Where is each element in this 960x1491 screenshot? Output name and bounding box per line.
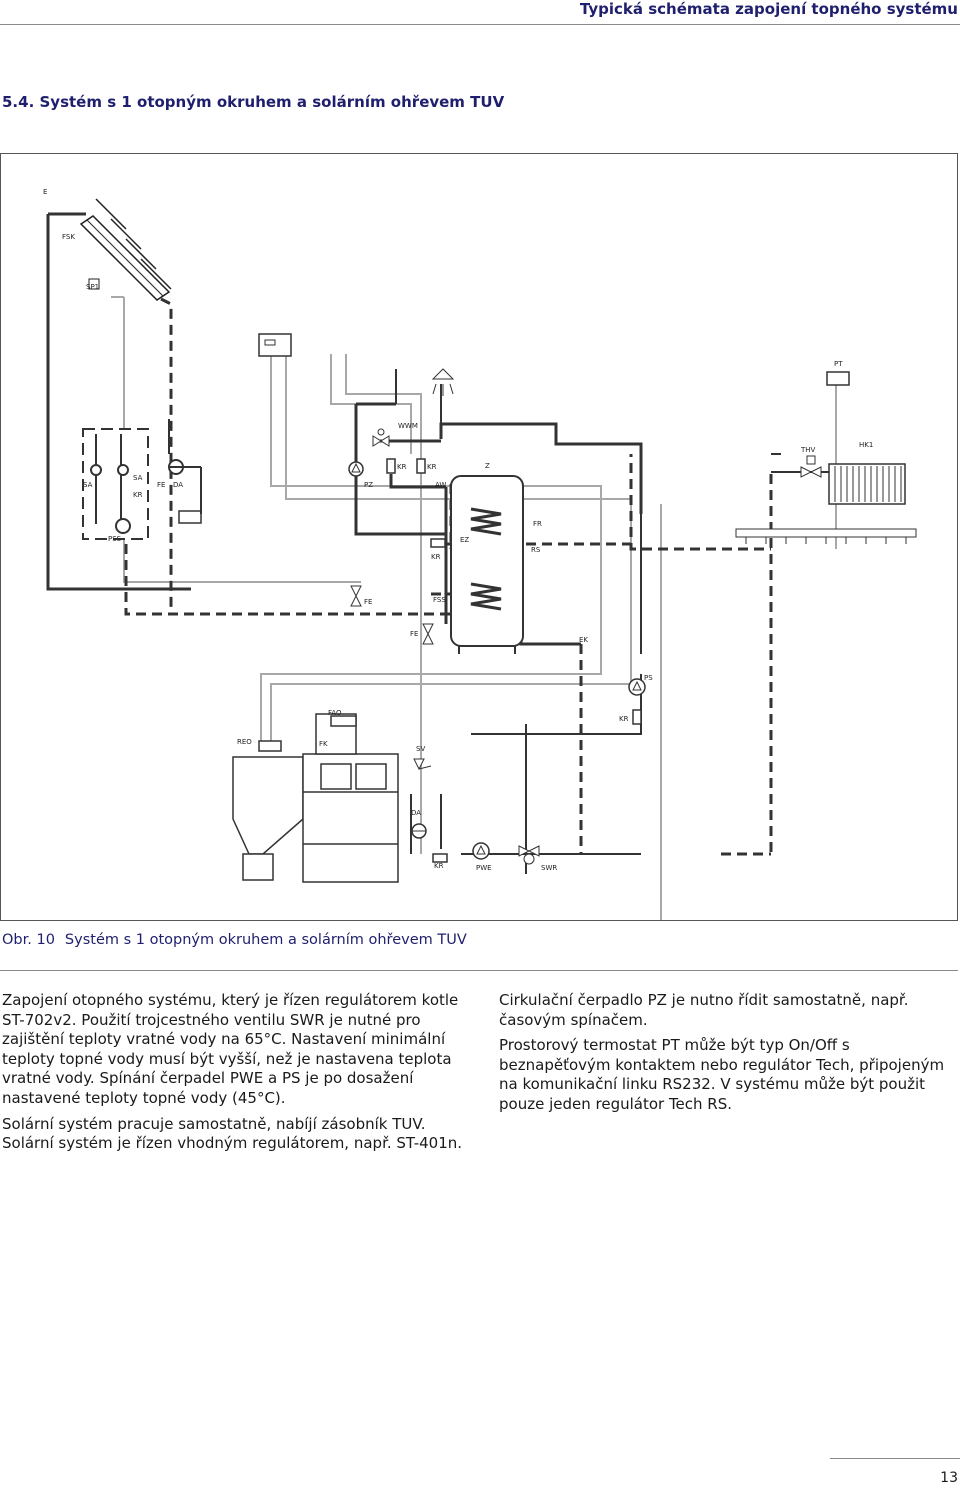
label-fsk: FSK bbox=[62, 233, 75, 241]
right-paragraph-1: Cirkulační čerpadlo PZ je nutno řídit sa… bbox=[499, 991, 909, 1029]
right-paragraph-2: Prostorový termostat PT může být typ On/… bbox=[499, 1036, 945, 1113]
label-kr-b: KR bbox=[427, 463, 437, 471]
label-fao: FAO bbox=[328, 709, 342, 717]
supply-pipes bbox=[46, 212, 643, 646]
left-paragraph-2: Solární systém pracuje samostatně, nabíj… bbox=[2, 1114, 463, 1153]
label-reo: REO bbox=[237, 738, 252, 746]
label-sv: SV bbox=[416, 745, 425, 753]
label-pz: PZ bbox=[364, 481, 373, 489]
label-rs: RS bbox=[531, 546, 541, 554]
label-kr-left: KR bbox=[133, 491, 143, 499]
label-aw: AW bbox=[435, 481, 446, 489]
label-sa-left: SA bbox=[83, 481, 93, 489]
label-fr: FR bbox=[533, 520, 542, 528]
label-swr: SWR bbox=[541, 864, 557, 872]
heating-schematic: E FSK SP1 SA SA FE KR DA PSS WWM PZ KR K… bbox=[43, 188, 917, 920]
label-fe-low: FE bbox=[410, 630, 418, 638]
right-column: Cirkulační čerpadlo PZ je nutno řídit sa… bbox=[499, 991, 960, 1121]
page-number: 13 bbox=[940, 1470, 958, 1486]
section-title: 5.4. Systém s 1 otopným okruhem a solárn… bbox=[2, 93, 505, 111]
radiator-hk1 bbox=[771, 463, 906, 505]
label-sa-right: SA bbox=[133, 474, 143, 482]
label-kr-bottom: KR bbox=[434, 862, 444, 870]
valve-fe-low bbox=[422, 623, 434, 645]
label-e: E bbox=[43, 188, 47, 196]
header-rule bbox=[0, 24, 960, 25]
label-hk1: HK1 bbox=[859, 441, 873, 449]
mixing-valve-swr bbox=[518, 845, 540, 865]
label-fss: FSS bbox=[433, 596, 446, 604]
room-thermostat bbox=[826, 371, 850, 386]
check-valves-kr bbox=[386, 458, 642, 863]
footer-rule bbox=[830, 1458, 960, 1459]
expansion-vessel-da bbox=[411, 823, 427, 839]
label-sp1: SP1 bbox=[86, 283, 99, 291]
left-column: Zapojení otopného systému, který je říze… bbox=[2, 991, 464, 1160]
label-da-top: DA bbox=[173, 481, 183, 489]
label-kr-c: KR bbox=[431, 553, 441, 561]
label-z: Z bbox=[485, 462, 490, 470]
valve-fe-mid bbox=[350, 585, 362, 607]
solar-station bbox=[82, 419, 202, 540]
caption-rule bbox=[0, 970, 958, 971]
label-ps: PS bbox=[644, 674, 653, 682]
thermostatic-valve bbox=[800, 455, 822, 478]
label-kr-ps: KR bbox=[619, 715, 629, 723]
pump-pz bbox=[348, 461, 364, 477]
safety-valve-sv bbox=[413, 758, 432, 771]
label-ez: EZ bbox=[460, 536, 469, 544]
label-ek: EK bbox=[579, 636, 588, 644]
boiler bbox=[232, 713, 399, 883]
label-kr-a: KR bbox=[397, 463, 407, 471]
floor-line bbox=[735, 528, 917, 544]
return-pipes bbox=[124, 297, 773, 856]
schematic-figure: E FSK SP1 SA SA FE KR DA PSS WWM PZ KR K… bbox=[0, 153, 958, 921]
label-da-bottom: DA bbox=[411, 809, 421, 817]
controller-box bbox=[258, 333, 292, 357]
figure-caption: Obr. 10 Systém s 1 otopným okruhem a solá… bbox=[2, 932, 467, 948]
figure-caption-text: Systém s 1 otopným okruhem a solárním oh… bbox=[64, 932, 467, 948]
label-wwm: WWM bbox=[398, 422, 418, 430]
component-labels: E FSK SP1 SA SA FE KR DA PSS WWM PZ KR K… bbox=[43, 188, 873, 872]
dhw-tank bbox=[450, 475, 524, 654]
solar-collector bbox=[79, 198, 172, 301]
label-pss: PSS bbox=[108, 535, 122, 543]
label-pt: PT bbox=[834, 360, 843, 368]
valve-wwm bbox=[372, 428, 390, 447]
label-fk: FK bbox=[319, 740, 328, 748]
figure-number: Obr. 10 bbox=[2, 932, 55, 948]
label-thv: THV bbox=[800, 446, 816, 454]
pump-ps bbox=[628, 678, 646, 696]
label-pwe: PWE bbox=[476, 864, 492, 872]
left-paragraph-1: Zapojení otopného systému, který je říze… bbox=[2, 991, 459, 1107]
shower-outlet bbox=[431, 368, 455, 396]
pump-pwe bbox=[472, 842, 490, 860]
label-fe-top: FE bbox=[157, 481, 165, 489]
running-header: Typická schémata zapojení topného systém… bbox=[579, 0, 958, 18]
label-fe-mid: FE bbox=[364, 598, 372, 606]
